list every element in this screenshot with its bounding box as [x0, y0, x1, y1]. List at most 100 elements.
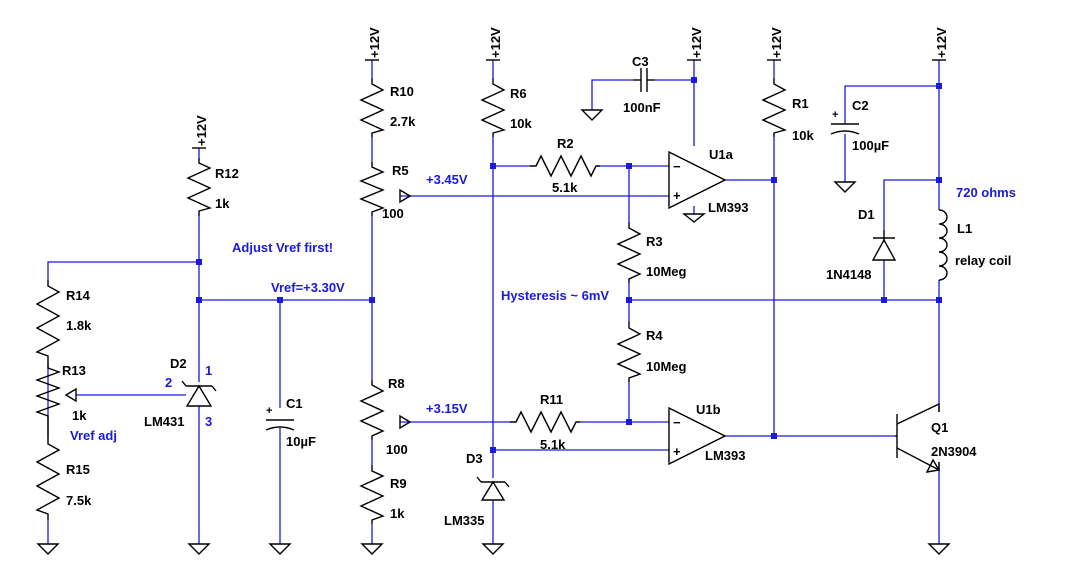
svg-text:relay coil: relay coil — [955, 253, 1011, 268]
svg-text:R6: R6 — [510, 86, 527, 101]
svg-text:U1a: U1a — [709, 147, 734, 162]
svg-text:LM393: LM393 — [708, 200, 748, 215]
svg-text:R12: R12 — [215, 166, 239, 181]
vref-label: Vref=+3.30V — [271, 280, 345, 295]
svg-text:2N3904: 2N3904 — [931, 444, 977, 459]
comparator-u1a: − + U1a LM393 — [668, 147, 748, 215]
power-flag-relay: +12V — [932, 27, 949, 61]
svg-text:D1: D1 — [858, 207, 875, 222]
temperature-sensor-d3: D3 LM335 — [444, 451, 510, 528]
relay-coil-l1: L1 relay coil — [938, 209, 1011, 281]
svg-text:−: − — [673, 415, 681, 430]
adjust-note: Adjust Vref first! — [232, 240, 333, 255]
svg-text:D2: D2 — [170, 356, 187, 371]
svg-text:+12V: +12V — [367, 27, 382, 58]
ground-icon — [481, 543, 505, 555]
capacitor-c2: + C2 100µF — [830, 98, 889, 153]
svg-text:LM393: LM393 — [705, 448, 745, 463]
ground-icon — [360, 543, 384, 555]
capacitor-c1: + C1 10µF — [265, 396, 316, 449]
ground-icon — [580, 109, 604, 121]
lower-threshold-label: +3.15V — [426, 401, 468, 416]
svg-text:1.8k: 1.8k — [66, 318, 92, 333]
resistor-r12: R12 1k — [186, 158, 239, 216]
annotations: Adjust Vref first! Vref=+3.30V Vref adj … — [70, 172, 1016, 443]
svg-text:10k: 10k — [792, 128, 814, 143]
svg-text:R15: R15 — [66, 462, 90, 477]
power-flag-r12: +12V — [192, 115, 209, 149]
svg-text:R10: R10 — [390, 84, 414, 99]
svg-text:C3: C3 — [632, 54, 649, 69]
svg-text:+12V: +12V — [194, 115, 209, 146]
svg-text:100: 100 — [382, 206, 404, 221]
svg-text:LM335: LM335 — [444, 513, 484, 528]
npn-transistor-q1: Q1 2N3904 — [895, 402, 977, 473]
resistor-r9: R9 1k — [359, 465, 407, 524]
resistor-r15: R15 7.5k — [35, 438, 92, 520]
resistor-r11: R11 5.1k — [510, 392, 580, 452]
svg-text:C2: C2 — [852, 98, 869, 113]
comparator-u1b: − + U1b LM393 — [668, 402, 745, 466]
svg-text:2.7k: 2.7k — [390, 114, 416, 129]
junction-dots — [196, 77, 942, 453]
svg-text:R5: R5 — [392, 163, 409, 178]
resistor-r2: R2 5.1k — [530, 136, 600, 195]
upper-threshold-label: +3.45V — [426, 172, 468, 187]
svg-text:+: + — [832, 109, 838, 121]
hysteresis-label: Hysteresis ~ 6mV — [501, 288, 609, 303]
resistor-r14: R14 1.8k — [35, 280, 92, 362]
svg-text:U1b: U1b — [696, 402, 721, 417]
svg-text:R11: R11 — [540, 392, 563, 407]
svg-text:R1: R1 — [792, 96, 809, 111]
resistor-r4: R4 10Meg — [616, 322, 687, 382]
svg-text:R4: R4 — [646, 328, 663, 343]
potentiometer-r8: R8 100 — [359, 376, 412, 457]
svg-text:+12V: +12V — [934, 27, 949, 58]
svg-text:10Meg: 10Meg — [646, 264, 687, 279]
svg-text:7.5k: 7.5k — [66, 493, 92, 508]
svg-text:+12V: +12V — [769, 27, 784, 58]
svg-text:100: 100 — [386, 442, 408, 457]
ground-icon — [833, 181, 857, 193]
svg-text:1k: 1k — [72, 408, 87, 423]
svg-text:2: 2 — [165, 375, 172, 390]
svg-text:10µF: 10µF — [286, 434, 316, 449]
potentiometer-r5: R5 100 — [359, 162, 412, 221]
resistor-r6: R6 10k — [480, 78, 532, 137]
svg-text:R8: R8 — [388, 376, 405, 391]
svg-text:D3: D3 — [466, 451, 483, 466]
power-flag-r10: +12V — [365, 27, 382, 61]
ground-icon — [187, 543, 211, 555]
svg-text:R14: R14 — [66, 288, 91, 303]
svg-text:+12V: +12V — [488, 27, 503, 58]
svg-text:R3: R3 — [646, 234, 663, 249]
power-flag-u1a: +12V — [687, 27, 704, 61]
ground-icon — [36, 543, 60, 555]
capacitor-c3: C3 100nF — [623, 54, 661, 115]
svg-text:3: 3 — [205, 414, 212, 429]
svg-text:Q1: Q1 — [931, 420, 948, 435]
svg-text:R13: R13 — [62, 363, 86, 378]
coil-resistance-label: 720 ohms — [956, 185, 1016, 200]
svg-text:10k: 10k — [510, 116, 532, 131]
svg-text:C1: C1 — [286, 396, 303, 411]
svg-text:10Meg: 10Meg — [646, 359, 687, 374]
svg-text:R9: R9 — [390, 476, 407, 491]
vref-adj-label: Vref adj — [70, 428, 117, 443]
resistor-r10: R10 2.7k — [359, 78, 416, 137]
svg-text:−: − — [673, 159, 681, 174]
power-flag-r6: +12V — [486, 27, 503, 61]
svg-text:+12V: +12V — [689, 27, 704, 58]
svg-text:100µF: 100µF — [852, 138, 889, 153]
svg-text:5.1k: 5.1k — [540, 437, 566, 452]
flyback-diode-d1: D1 1N4148 — [826, 207, 897, 282]
svg-text:1k: 1k — [390, 506, 405, 521]
svg-text:+: + — [673, 188, 681, 203]
potentiometer-r13: R13 1k — [34, 362, 87, 438]
resistor-r3: R3 10Meg — [616, 222, 687, 283]
ground-icon — [268, 543, 292, 555]
power-flag-r1: +12V — [767, 27, 784, 61]
svg-text:+: + — [673, 444, 681, 459]
ground-icon — [682, 213, 706, 223]
